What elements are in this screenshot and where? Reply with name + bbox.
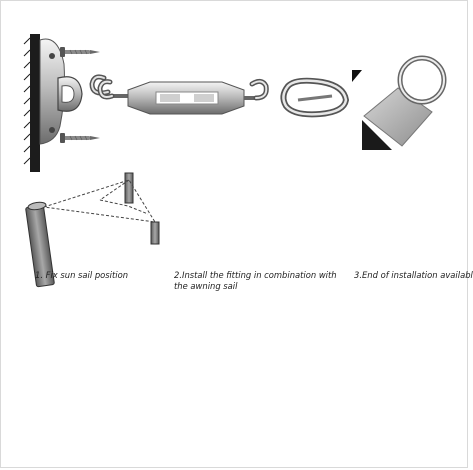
- step-2-caption-line2: the awning sail: [174, 281, 238, 291]
- d-ring-corner-icon: [352, 55, 447, 150]
- wall-mount: [23, 34, 40, 172]
- step-1-diagram: [25, 172, 160, 288]
- step-2-caption-line1: 2.Install the fitting in combination wit…: [174, 270, 337, 280]
- wall-pad-eye-icon: [39, 38, 83, 145]
- step-3-caption: 3.End of installation availabl: [354, 270, 473, 280]
- carabiner-icon: [280, 77, 350, 118]
- turnbuckle-icon: [97, 78, 269, 115]
- screw-icon: [60, 133, 100, 143]
- screw-icon: [60, 47, 100, 57]
- step-1-caption: 1. Fix sun sail position: [35, 270, 129, 280]
